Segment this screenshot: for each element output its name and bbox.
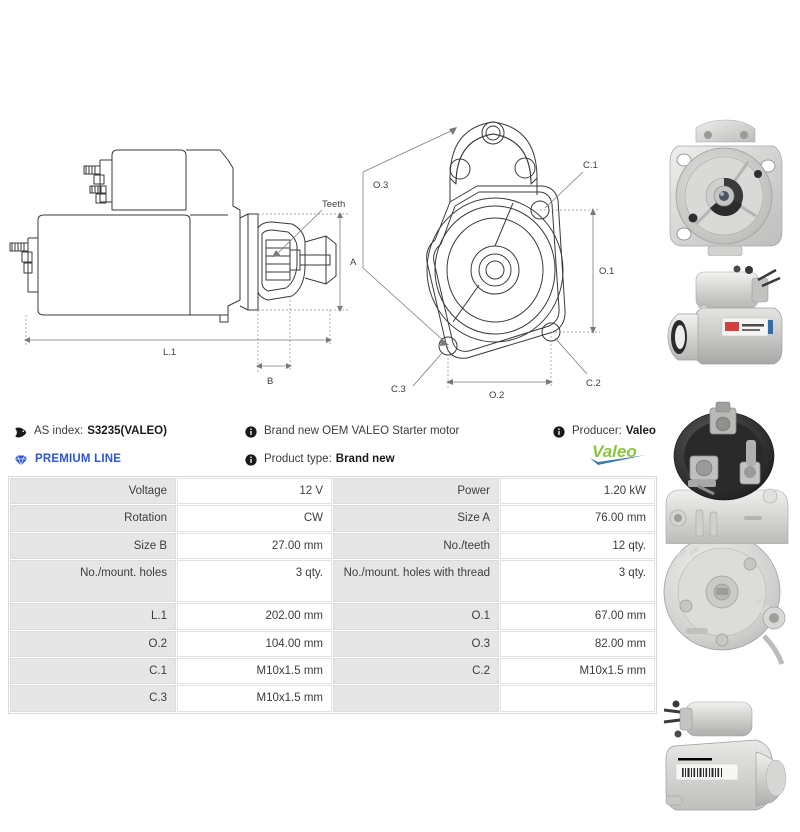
starter-solenoid-terminals-photo[interactable]	[652, 400, 800, 544]
info-icon	[245, 454, 257, 466]
info-icon	[245, 426, 257, 438]
spec-label: Power	[333, 478, 499, 505]
product-photo-gallery	[652, 112, 800, 832]
as-index-value: S3235(VALEO)	[87, 425, 167, 438]
spec-value: 1.20 kW	[500, 478, 655, 505]
diamond-icon	[14, 454, 28, 467]
spec-value: 67.00 mm	[500, 603, 655, 630]
spec-value: 104.00 mm	[177, 630, 332, 657]
premium-line-label: PREMIUM LINE	[35, 453, 122, 466]
spec-value: 27.00 mm	[177, 532, 332, 560]
label-teeth: Teeth	[322, 199, 345, 210]
spec-value	[500, 685, 655, 712]
starter-rear-drive-end-photo[interactable]	[652, 544, 800, 688]
spec-value: 82.00 mm	[500, 630, 655, 657]
product-type-value: Brand new	[335, 453, 395, 466]
spec-label: C.2	[333, 657, 499, 685]
side-view-svg: Teeth A B L.1	[9, 149, 357, 387]
spec-label: O.1	[333, 603, 499, 630]
spec-value: 12 V	[177, 478, 332, 505]
starter-front-view-photo[interactable]	[652, 112, 800, 256]
description-text: Brand new OEM VALEO Starter motor	[264, 425, 460, 438]
label-c2: C.2	[586, 378, 601, 389]
starter-front-view-drawing: O.3 C.1 O.1 C.2 C.3 O.2	[355, 110, 660, 410]
premium-line-cell: PREMIUM LINE	[14, 454, 121, 467]
spec-label: Size B	[10, 532, 176, 560]
label-c3: C.3	[391, 384, 406, 395]
spec-value: M10x1.5 mm	[500, 657, 655, 685]
as-index-cell: AS index: S3235(VALEO)	[14, 426, 167, 439]
spec-value: 3 qty.	[177, 560, 332, 603]
info-icon	[553, 426, 565, 438]
label-o2: O.2	[489, 390, 504, 401]
label-c1: C.1	[583, 160, 598, 171]
spec-value: 12 qty.	[500, 532, 655, 560]
label-b: B	[267, 376, 273, 387]
product-type-cell: Product type: Brand new	[245, 454, 395, 466]
spec-label: O.3	[333, 630, 499, 657]
starter-side-view-drawing: Teeth A B L.1	[0, 110, 380, 410]
tag-icon	[14, 426, 27, 439]
label-a: A	[350, 257, 357, 268]
technical-drawings: Teeth A B L.1	[0, 110, 660, 410]
product-info-bar: AS index: S3235(VALEO) Brand new OEM VAL…	[0, 418, 660, 474]
info-row-1: AS index: S3235(VALEO) Brand new OEM VAL…	[0, 418, 660, 446]
spec-value: M10x1.5 mm	[177, 657, 332, 685]
spec-label: Rotation	[10, 505, 176, 532]
spec-value: 76.00 mm	[500, 505, 655, 532]
spec-label: L.1	[10, 603, 176, 630]
spec-label: Voltage	[10, 478, 176, 505]
starter-side-view-photo[interactable]	[652, 256, 800, 400]
label-o1: O.1	[599, 266, 614, 277]
front-view-svg: O.3 C.1 O.1 C.2 C.3 O.2	[362, 121, 614, 401]
product-type-label: Product type:	[264, 453, 332, 466]
spec-label: O.2	[10, 630, 176, 657]
as-index-label: AS index:	[34, 425, 84, 438]
info-row-2: PREMIUM LINE Product type: Brand new	[0, 446, 660, 474]
spec-label: C.3	[10, 685, 176, 712]
description-cell: Brand new OEM VALEO Starter motor	[245, 426, 459, 438]
spec-label: C.1	[10, 657, 176, 685]
spec-value: 3 qty.	[500, 560, 655, 603]
producer-value: Valeo	[625, 425, 656, 438]
producer-label: Producer:	[572, 425, 622, 438]
producer-cell: Producer: Valeo	[553, 426, 656, 438]
spec-label: No./mount. holes	[10, 560, 176, 603]
spec-label: No./teeth	[333, 532, 499, 560]
starter-angled-view-photo[interactable]	[652, 688, 800, 832]
spec-label	[333, 685, 499, 712]
valeo-logo-text: Valeo	[592, 442, 637, 461]
spec-label: Size A	[333, 505, 499, 532]
label-o3: O.3	[373, 180, 388, 191]
label-l1: L.1	[163, 347, 176, 358]
valeo-brand-logo: Valeo	[588, 440, 650, 470]
spec-value: 202.00 mm	[177, 603, 332, 630]
spec-label: No./mount. holes with thread	[333, 560, 499, 603]
spec-value: M10x1.5 mm	[177, 685, 332, 712]
spec-value: CW	[177, 505, 332, 532]
